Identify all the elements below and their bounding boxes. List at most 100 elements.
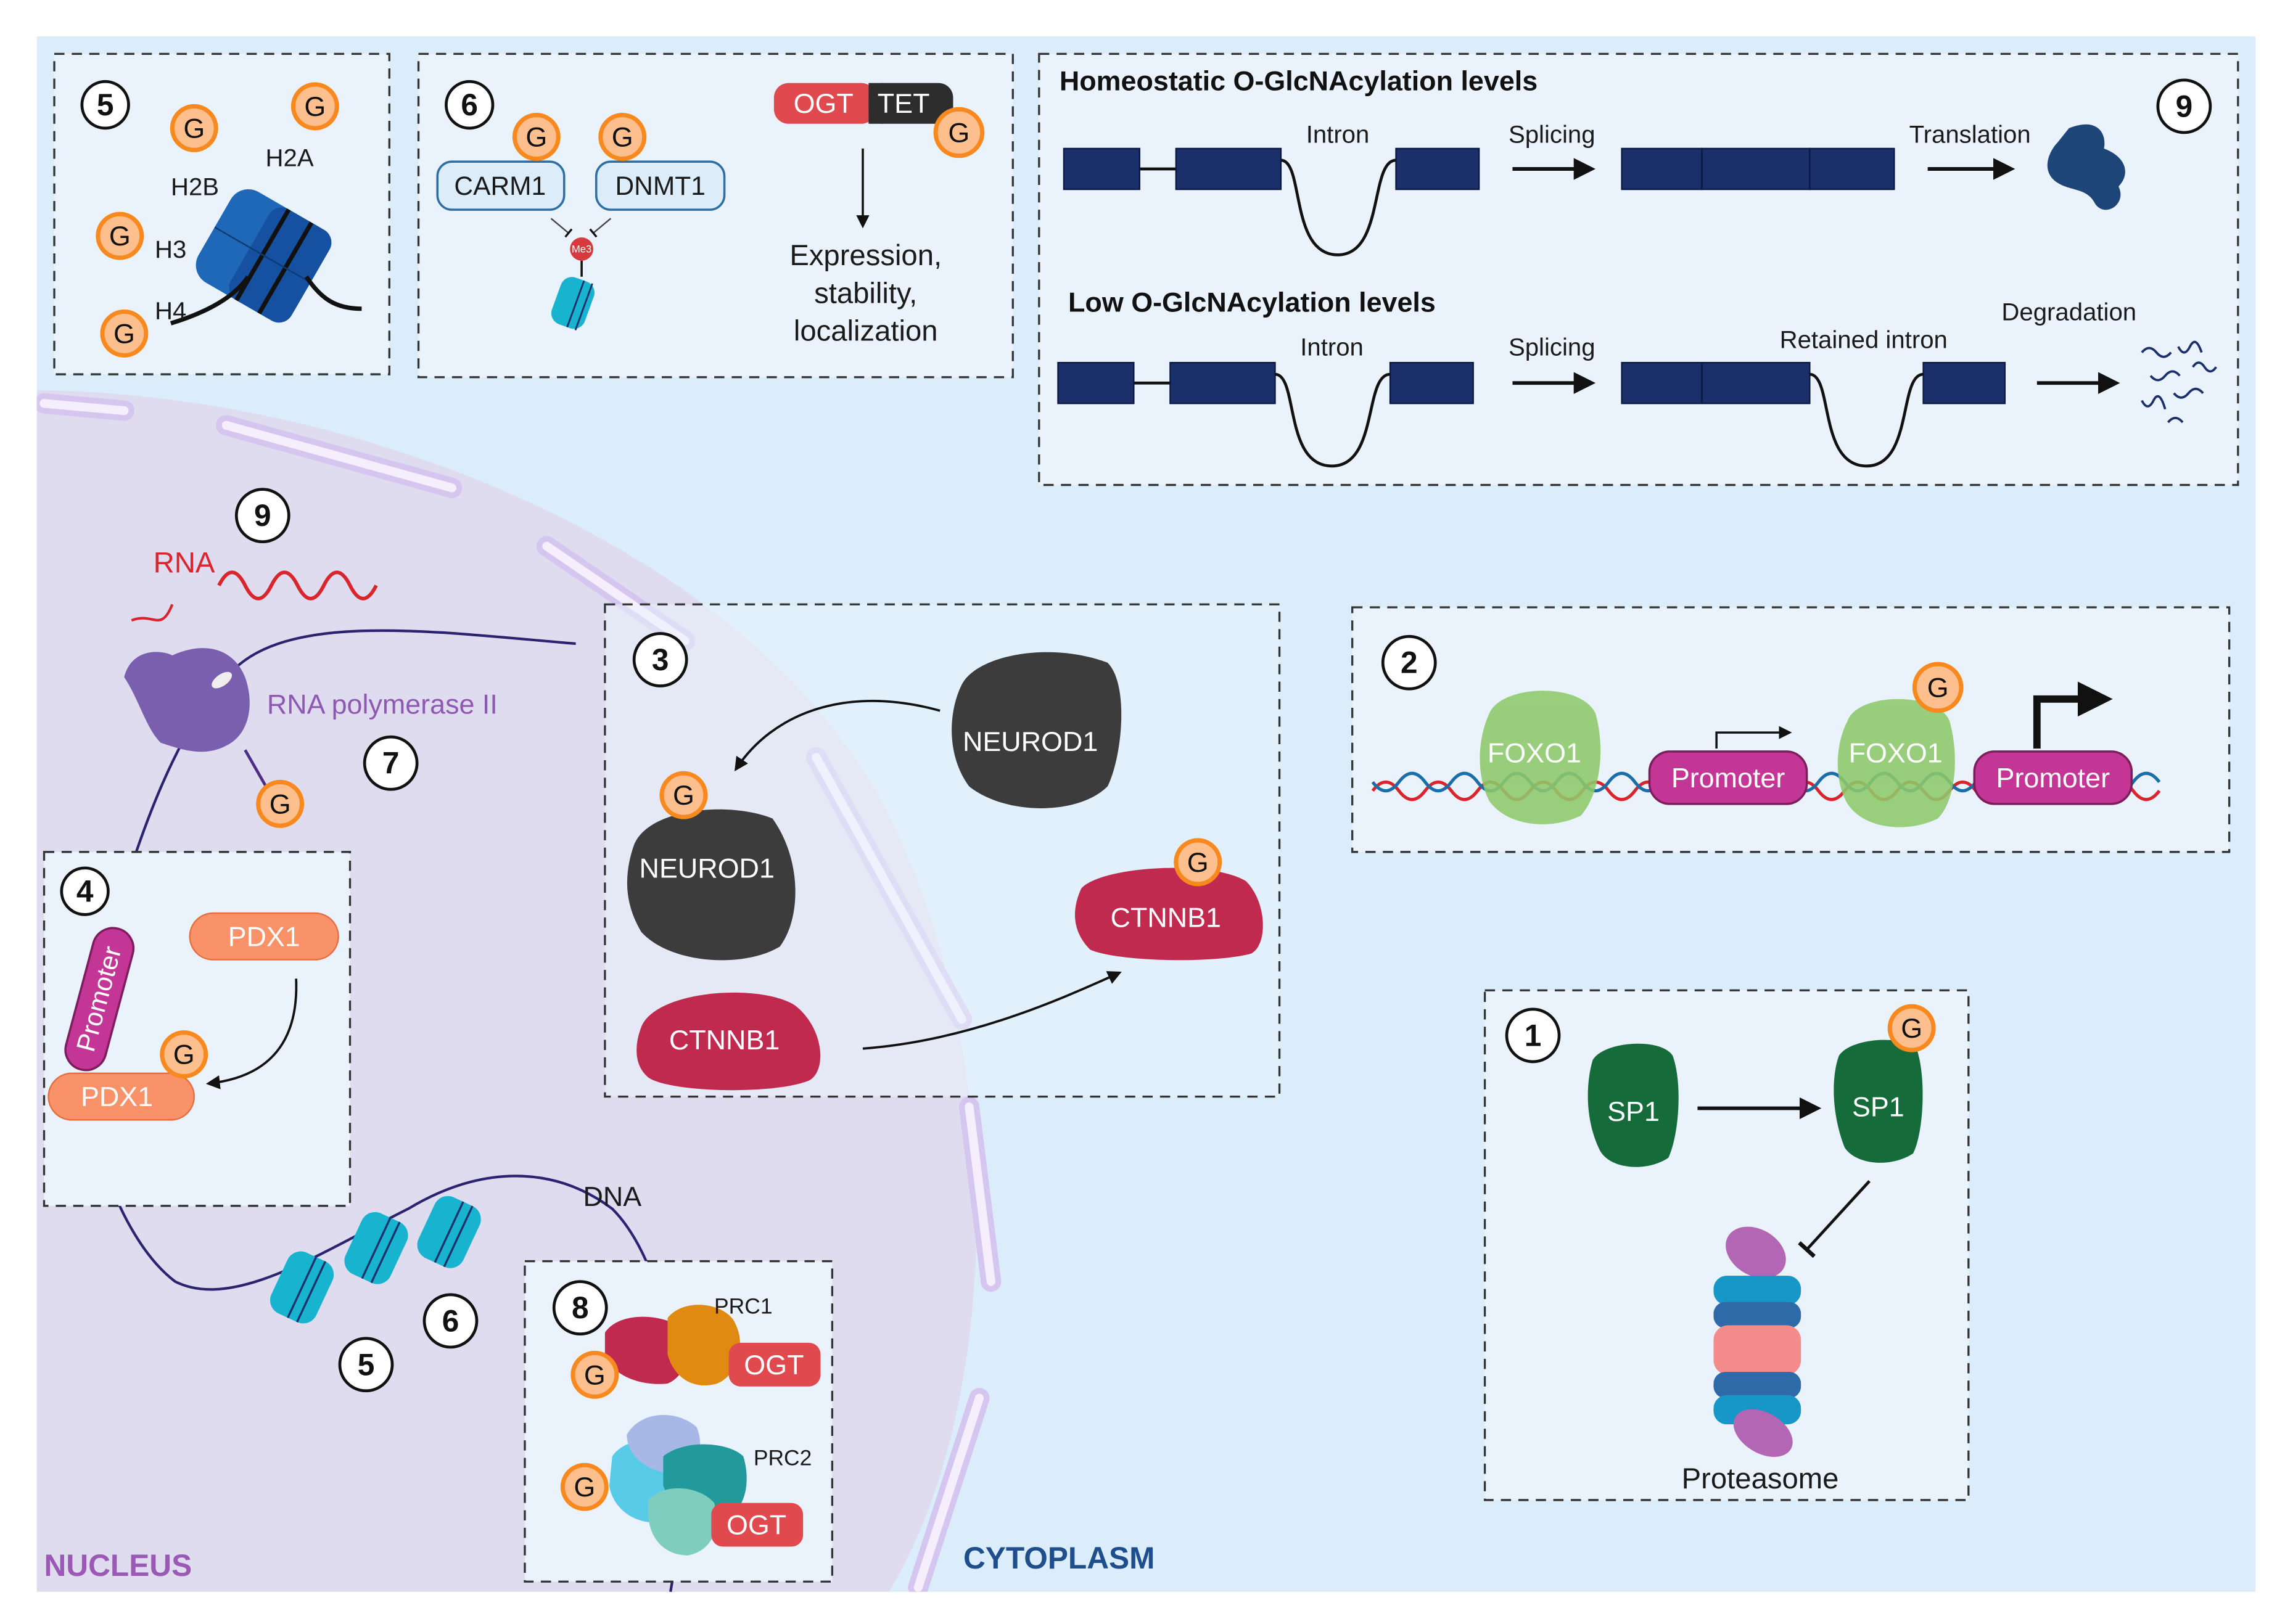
polymerase-icon bbox=[124, 648, 250, 752]
svg-text:G: G bbox=[113, 318, 135, 349]
promoter-element: Promoter bbox=[1648, 750, 1808, 805]
step-number: 4 bbox=[76, 874, 94, 909]
outcome-text: Expression, bbox=[789, 239, 942, 272]
outcome-text: stability, bbox=[814, 277, 917, 310]
polymerase-label: RNA polymerase II bbox=[267, 688, 498, 720]
histone-label: H3 bbox=[155, 236, 186, 263]
svg-text:NEUROD1: NEUROD1 bbox=[963, 726, 1098, 757]
histone-label: H2B bbox=[171, 173, 219, 201]
prc1-complex bbox=[604, 1305, 741, 1386]
step-number: 5 bbox=[97, 88, 114, 122]
rna-label: RNA bbox=[154, 546, 215, 579]
dna-label: DNA bbox=[583, 1181, 641, 1212]
foxo1-protein: FOXO1 bbox=[1480, 691, 1601, 824]
sp1-glcnac-protein: SP1 bbox=[1834, 1040, 1923, 1163]
svg-text:G: G bbox=[584, 1359, 606, 1390]
prc2-label: PRC2 bbox=[754, 1445, 812, 1470]
svg-text:SP1: SP1 bbox=[1852, 1091, 1904, 1123]
step-number: 6 bbox=[442, 1303, 459, 1338]
svg-text:G: G bbox=[612, 121, 633, 153]
foxo1-glcnac-protein: FOXO1 bbox=[1837, 699, 1955, 827]
ogt-enzyme: OGT bbox=[711, 1503, 804, 1547]
svg-text:G: G bbox=[173, 1039, 195, 1070]
glcnac-icon: G bbox=[512, 113, 561, 162]
svg-text:FOXO1: FOXO1 bbox=[1488, 737, 1581, 769]
panel-8-prc: 8 PRC1 OGT G PRC2 OGT G bbox=[524, 1260, 834, 1583]
ogt-tet-complex: OGT TET bbox=[773, 83, 953, 124]
sp1-protein: SP1 bbox=[1587, 1043, 1679, 1167]
step-number: 7 bbox=[382, 746, 400, 781]
glcnac-icon: G bbox=[659, 771, 708, 819]
nucleus-label: NUCLEUS bbox=[44, 1548, 192, 1583]
step-badge bbox=[632, 632, 688, 687]
rna-section: 9 RNA bbox=[154, 488, 378, 601]
pre-mrna-low bbox=[1057, 361, 1474, 468]
step-badge bbox=[363, 735, 419, 791]
svg-text:PDX1: PDX1 bbox=[81, 1081, 153, 1112]
inhibition-icon bbox=[589, 218, 612, 238]
panel-3-shuttling: 3 NEUROD1 NEUROD1 G CTNNB1 CTNNB1 G bbox=[604, 603, 1281, 1098]
degradation-label: Degradation bbox=[2001, 298, 2136, 326]
translation-label: Translation bbox=[1909, 120, 2031, 148]
svg-text:G: G bbox=[574, 1471, 595, 1503]
panel-1-sp1: 1 SP1 SP1 G Proteasome bbox=[1483, 989, 1970, 1501]
intron-label: Intron bbox=[1300, 333, 1364, 361]
svg-text:G: G bbox=[1187, 847, 1209, 878]
methyl-mark-icon bbox=[570, 237, 593, 261]
ctnnb1-protein-nucleus: CTNNB1 bbox=[636, 992, 821, 1091]
glcnac-icon: G bbox=[290, 82, 339, 131]
svg-text:OGT: OGT bbox=[727, 1509, 786, 1541]
histone-label: H4 bbox=[155, 297, 186, 324]
rna-polymerase-ii bbox=[124, 604, 270, 792]
svg-text:G: G bbox=[183, 112, 205, 144]
step-number: 6 bbox=[461, 88, 478, 122]
nucleosome-icon bbox=[344, 1212, 408, 1284]
step-badge bbox=[60, 866, 110, 916]
splicing-label: Splicing bbox=[1509, 333, 1595, 361]
glcnac-icon: G bbox=[570, 1350, 619, 1399]
step-badge bbox=[1505, 1007, 1561, 1064]
prc2-complex bbox=[609, 1414, 747, 1556]
weak-transcription-arrow-icon bbox=[1715, 726, 1792, 749]
svg-text:G: G bbox=[525, 121, 547, 153]
step-number: 8 bbox=[572, 1290, 589, 1325]
nucleosome-icon bbox=[551, 277, 595, 330]
glcnac-icon: G bbox=[1174, 838, 1222, 887]
homeostatic-title: Homeostatic O-GlcNAcylation levels bbox=[1060, 65, 1538, 96]
step-badge bbox=[1381, 634, 1437, 691]
svg-text:G: G bbox=[1901, 1012, 1922, 1044]
arrow-icon bbox=[734, 700, 941, 771]
svg-text:FOXO1: FOXO1 bbox=[1849, 737, 1943, 769]
intron-label: Intron bbox=[1306, 120, 1370, 148]
low-title: Low O-GlcNAcylation levels bbox=[1068, 286, 1436, 318]
mrna-retained-intron bbox=[1621, 361, 2006, 468]
step-number: 9 bbox=[2176, 89, 2193, 123]
step-badge bbox=[552, 1280, 608, 1336]
neurod1-protein-cytoplasm: NEUROD1 bbox=[952, 652, 1122, 808]
step-badge bbox=[234, 488, 290, 544]
svg-text:Promoter: Promoter bbox=[1671, 762, 1785, 794]
strong-transcription-arrow-icon bbox=[2077, 681, 2113, 717]
step-badge bbox=[338, 1337, 394, 1393]
step-number: 3 bbox=[652, 642, 669, 677]
step-number: 2 bbox=[1401, 646, 1418, 680]
enzyme-label: CARM1 bbox=[454, 172, 546, 201]
svg-text:NEUROD1: NEUROD1 bbox=[640, 852, 775, 884]
prc1-label: PRC1 bbox=[714, 1294, 773, 1319]
glcnac-icon: G bbox=[96, 211, 144, 260]
enzyme-label: DNMT1 bbox=[615, 172, 705, 201]
svg-text:CTNNB1: CTNNB1 bbox=[1111, 902, 1221, 933]
neurod1-protein-nucleus: NEUROD1 bbox=[627, 809, 796, 961]
mature-mrna bbox=[1621, 147, 1895, 191]
svg-text:SP1: SP1 bbox=[1607, 1096, 1660, 1127]
nucleosome-icon bbox=[270, 1251, 334, 1324]
glcnac-icon: G bbox=[933, 107, 985, 158]
glcnac-icon: G bbox=[160, 1030, 208, 1079]
proteasome-icon bbox=[1713, 1226, 1801, 1457]
step-badge bbox=[445, 80, 495, 130]
pdx1-protein: PDX1 bbox=[189, 912, 339, 961]
step-badge bbox=[422, 1293, 479, 1349]
glcnac-icon: G bbox=[598, 113, 647, 162]
panel-2-foxo1: 2 FOXO1 Promoter FOXO1 G Promoter bbox=[1351, 606, 2231, 853]
